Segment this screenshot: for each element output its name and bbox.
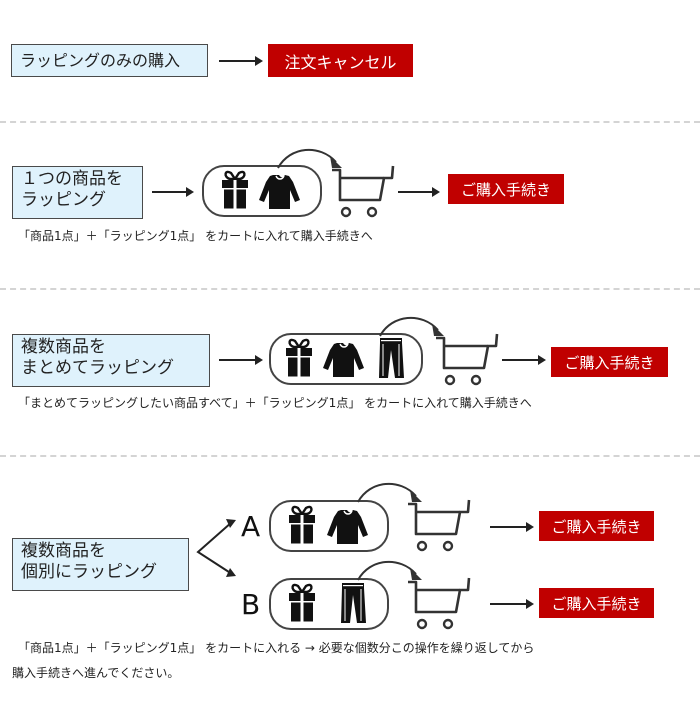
single-item-note: 「商品1点」＋「ラッピング1点」 をカートに入れて購入手続きへ [18,229,373,243]
arrow-icon [490,522,534,532]
cart-icon [434,332,499,386]
option-a-label: A [241,510,261,543]
cart-contents-group-a [269,500,389,552]
multi-item-individual-label: 複数商品を 個別にラッピング [12,538,189,591]
order-cancel-badge: 注文キャンセル [268,44,413,77]
curved-arrow-icon [277,148,342,169]
checkout-button-a[interactable]: ご購入手続き [539,511,654,541]
pants-icon [379,338,404,378]
cart-contents-group [202,165,322,217]
cart-contents-group-b [269,578,389,630]
sweater-icon [326,509,369,545]
gift-icon [287,583,317,624]
branch-arrow-icon [196,519,236,577]
gift-icon [287,505,317,546]
sweater-icon [322,342,365,378]
gift-icon [220,170,250,211]
checkout-button[interactable]: ご購入手続き [448,174,564,204]
multi-item-individual-note-line2: 購入手続きへ進んでください。 [12,666,180,680]
section-divider [0,288,700,290]
checkout-button[interactable]: ご購入手続き [551,347,668,377]
gift-icon [284,338,314,379]
curved-arrow-icon [357,482,422,503]
arrow-icon [219,355,263,365]
section-divider [0,121,700,123]
curved-arrow-icon [357,560,422,581]
arrow-icon [502,355,546,365]
arrow-icon [219,56,263,66]
multi-item-together-label: 複数商品を まとめてラッピング [12,334,210,387]
pants-icon [341,583,366,623]
section-divider [0,455,700,457]
curved-arrow-icon [379,316,444,337]
arrow-icon [490,599,534,609]
option-b-label: B [241,588,261,621]
sweater-icon [258,174,301,210]
arrow-icon [398,187,440,197]
cart-icon [406,498,471,552]
multi-item-together-note: 「まとめてラッピングしたい商品すべて」＋「ラッピング1点」 をカートに入れて購入… [18,396,532,410]
multi-item-individual-note-line1: 「商品1点」＋「ラッピング1点」 をカートに入れる → 必要な個数分この操作を繰… [18,641,535,655]
checkout-button-b[interactable]: ご購入手続き [539,588,654,618]
cart-icon [406,576,471,630]
cart-icon [330,164,395,218]
single-item-wrapping-label: １つの商品を ラッピング [12,166,143,219]
arrow-icon [152,187,194,197]
wrapping-only-label: ラッピングのみの購入 [11,44,208,77]
